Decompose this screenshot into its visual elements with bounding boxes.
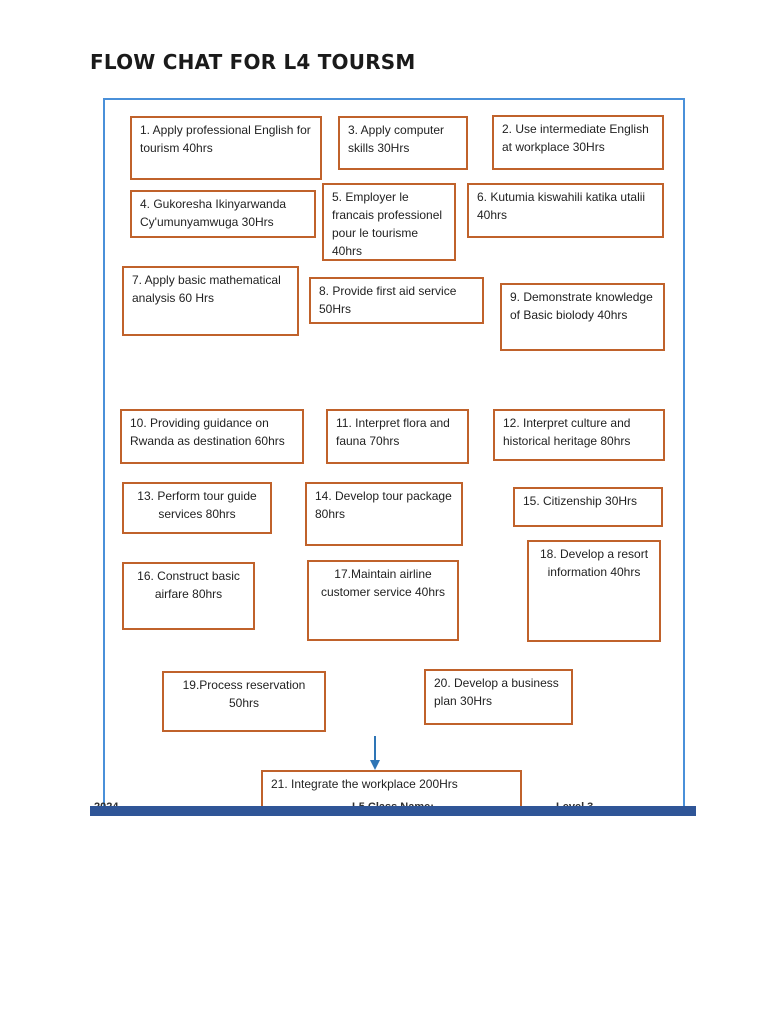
page-title: FLOW CHAT FOR L4 TOURSM [90, 50, 416, 74]
down-arrow-icon [370, 736, 380, 770]
module-box-13: 13. Perform tour guide services 80hrs [122, 482, 272, 534]
module-box-1: 1. Apply professional English for touris… [130, 116, 322, 180]
module-box-19: 19.Process reservation 50hrs [162, 671, 326, 732]
module-box-10: 10. Providing guidance on Rwanda as dest… [120, 409, 304, 464]
module-box-17: 17.Maintain airline customer service 40h… [307, 560, 459, 641]
module-box-12: 12. Interpret culture and historical her… [493, 409, 665, 461]
module-box-14: 14. Develop tour package 80hrs [305, 482, 463, 546]
footer-class-name: L5 Class Name: [352, 801, 434, 807]
module-box-2: 2. Use intermediate English at workplace… [492, 115, 664, 170]
module-box-16: 16. Construct basic airfare 80hrs [122, 562, 255, 630]
module-box-7: 7. Apply basic mathematical analysis 60 … [122, 266, 299, 336]
footer-bar [90, 806, 696, 816]
footer-year: 2024 [94, 801, 119, 807]
module-box-5: 5. Employer le francais professionel pou… [322, 183, 456, 261]
module-box-20: 20. Develop a business plan 30Hrs [424, 669, 573, 725]
module-box-18: 18. Develop a resort information 40hrs [527, 540, 661, 642]
footer-level: Level 3 [556, 801, 594, 807]
module-box-11: 11. Interpret flora and fauna 70hrs [326, 409, 469, 464]
module-box-6: 6. Kutumia kiswahili katika utalii 40hrs [467, 183, 664, 238]
module-box-4: 4. Gukoresha Ikinyarwanda Cy'umunyamwuga… [130, 190, 316, 238]
module-box-15: 15. Citizenship 30Hrs [513, 487, 663, 527]
module-box-8: 8. Provide first aid service 50Hrs [309, 277, 484, 324]
module-box-9: 9. Demonstrate knowledge of Basic biolod… [500, 283, 665, 351]
module-box-3: 3. Apply computer skills 30Hrs [338, 116, 468, 170]
